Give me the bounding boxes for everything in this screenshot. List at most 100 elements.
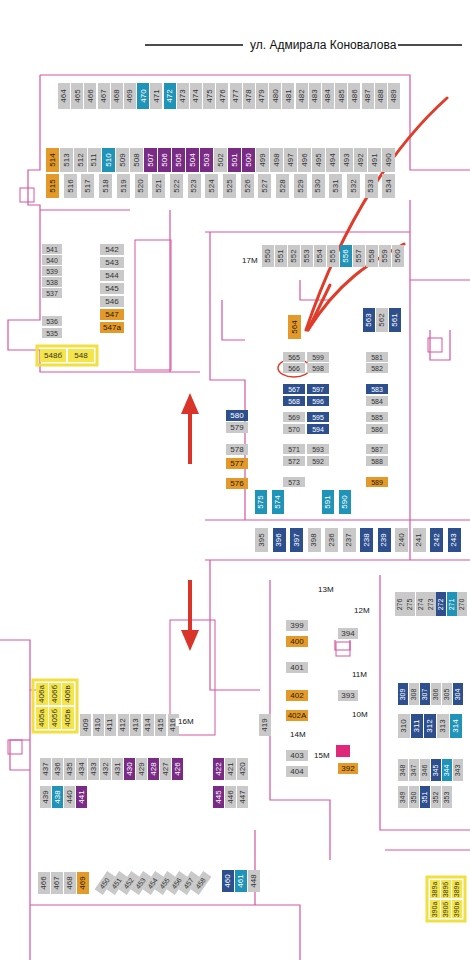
space-number: 345 [433,764,440,776]
space-number: 467 [100,89,108,102]
space-number: 502 [217,153,225,166]
parking-space: 531 [329,174,342,198]
space-number: 537 [46,290,58,297]
parking-space: 535 [42,328,62,338]
space-number: 511 [90,154,98,167]
space-number: 493 [343,153,351,166]
parking-space: 562 [376,308,388,332]
parking-space: 569 [283,412,305,422]
parking-space: 590 [339,490,351,514]
space-number: 512 [77,153,85,166]
space-number: 535 [46,330,58,337]
space-number: 466 [86,89,94,102]
parking-space: 526 [241,174,254,198]
space-number: 426 [174,762,182,775]
space-number: 592 [312,458,324,465]
parking-space: 591 [322,490,334,514]
parking-space: 564 [288,315,301,339]
space-number: 271 [448,598,455,610]
parking-space: 472 [164,83,176,109]
space-number: 548 [74,352,87,360]
space-number: 270 [458,598,465,610]
parking-space: 505 [172,148,185,172]
level-mark: 15M [312,752,332,760]
space-number: 485 [337,89,345,102]
parking-space: 437 [40,758,51,780]
space-number: 582 [371,365,383,372]
parking-space: 392 [338,763,358,774]
space-number: 397 [293,533,301,546]
parking-space: 594 [307,424,329,434]
space-number: 543 [105,259,118,267]
parking-space: 389а [430,880,440,898]
parking-space: 568 [283,396,305,406]
parking-space: 435 [64,758,75,780]
space-number: 349 [400,791,407,803]
parking-space: 309 [398,683,408,705]
space-number: 510 [105,153,113,166]
parking-space: 441 [76,786,87,808]
space-number: 469 [126,89,134,102]
parking-space: 270 [457,592,467,616]
space-number: 236 [328,533,336,546]
space-number: 506 [161,153,169,166]
space-number: 410 [94,718,102,731]
level-mark: 13M [316,586,336,594]
space-number: 237 [345,533,353,546]
space-number: 550 [264,249,272,262]
parking-space: 483 [309,83,321,109]
parking-space: 466 [84,83,96,109]
space-number: 577 [230,460,243,468]
parking-space: 588 [366,456,388,466]
parking-space: 530 [312,174,325,198]
parking-space: 596 [307,396,329,406]
space-number: 586 [371,426,383,433]
parking-space: 500 [242,148,255,172]
parking-space: 445 [213,786,224,808]
space-number: 598 [312,365,324,372]
parking-space: 493 [340,148,353,172]
space-number: 558 [368,249,376,262]
space-number: 404 [290,768,303,776]
parking-space: 389в [452,880,462,898]
space-number: 395 [258,533,266,546]
parking-space: 344 [442,759,452,781]
parking-space: 304 [453,683,463,705]
parking-space: 413 [130,714,141,736]
space-number: 595 [312,414,324,421]
parking-space: 579 [226,422,248,433]
parking-space: 351 [420,786,430,808]
parking-space: 465 [71,83,83,109]
space-number: 530 [314,179,322,192]
space-number: 497 [287,153,295,166]
parking-space: 420 [237,758,248,780]
parking-space: 312 [424,714,436,738]
parking-space: 544 [100,270,124,281]
space-number: 491 [371,153,379,166]
space-number: 496 [301,153,309,166]
space-number: 471 [152,89,160,102]
parking-space: 487 [362,83,374,109]
space-number: 597 [312,386,324,393]
space-number: 429 [138,762,146,775]
parking-space: 545 [100,283,124,294]
space-number: 347 [411,764,418,776]
space-number: 580 [230,412,243,420]
parking-space: 482 [296,83,308,109]
space-number: 561 [391,313,399,326]
space-number: 486 [350,89,358,102]
space-number: 481 [284,89,292,102]
parking-space: 486 [348,83,360,109]
space-number: 565 [288,354,300,361]
parking-space: 523 [188,174,201,198]
parking-space: 503 [200,148,213,172]
space-number: 487 [364,89,372,102]
space-number: 343 [455,764,462,776]
parking-space: 412 [118,714,129,736]
space-number: 314 [452,719,460,732]
space-number: 555 [329,249,337,262]
space-number: 538 [46,279,58,286]
parking-space: 402А [286,710,308,721]
parking-space: 464 [58,83,70,109]
parking-space: 546 [100,296,124,307]
